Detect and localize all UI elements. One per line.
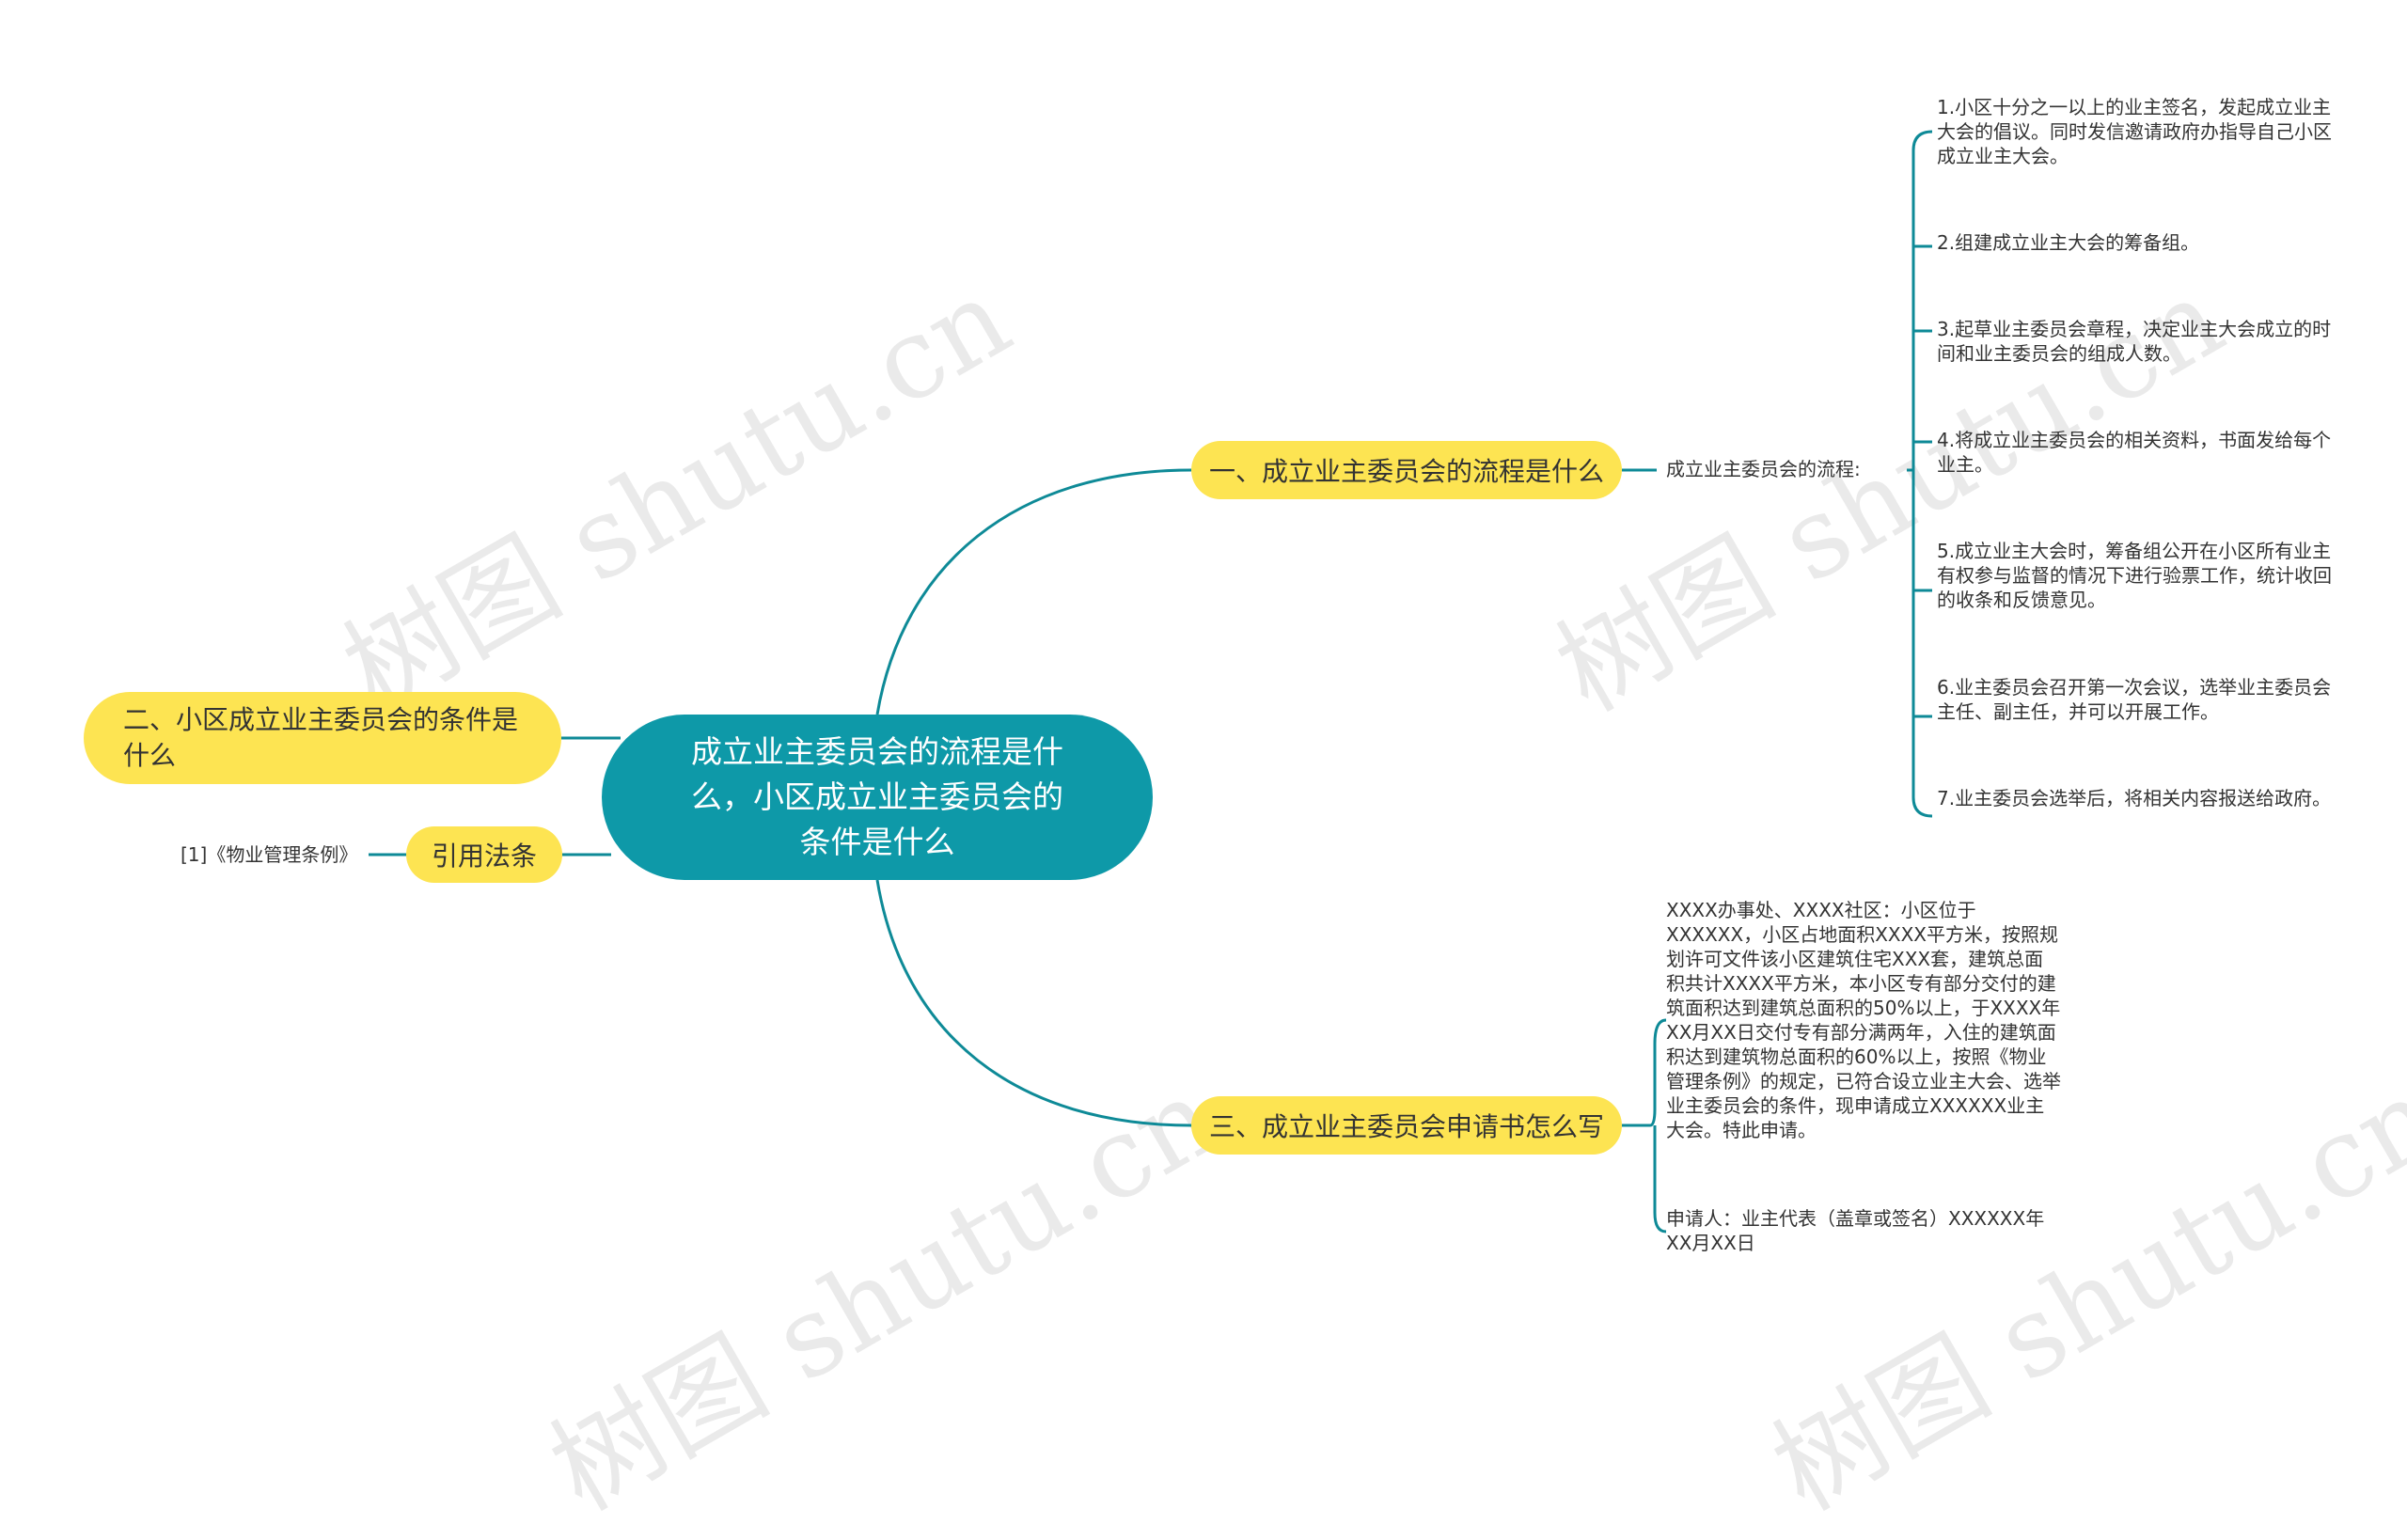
branch-conditions[interactable]: 二、小区成立业主委员会的条件是什么	[84, 692, 561, 784]
branch-process[interactable]: 一、成立业主委员会的流程是什么	[1191, 441, 1622, 499]
citation-reference[interactable]: [1]《物业管理条例》	[181, 843, 358, 866]
process-step-1[interactable]: 1.小区十分之一以上的业主签名，发起成立业主大会的倡议。同时发信邀请政府办指导自…	[1937, 96, 2332, 167]
branch-application-label: 三、成立业主委员会申请书怎么写	[1208, 1111, 1604, 1142]
root-topic-label: 成立业主委员会的流程是什么，小区成立业主委员会的条件是什么	[691, 733, 1063, 860]
bracket-steps	[1907, 130, 1933, 818]
branch-citation[interactable]: 引用法条	[406, 826, 562, 883]
connector-lines	[369, 130, 1933, 1234]
branch-process-label: 一、成立业主委员会的流程是什么	[1208, 456, 1604, 487]
process-step-3[interactable]: 3.起草业主委员会章程，决定业主大会成立的时间和业主委员会的组成人数。	[1937, 318, 2332, 365]
link-root-branch1	[875, 468, 1192, 715]
process-step-2[interactable]: 2.组建成立业主大会的筹备组。	[1937, 231, 2200, 254]
branch-conditions-label: 二、小区成立业主委员会的条件是什么	[123, 704, 519, 771]
link-root-branch3	[875, 879, 1192, 1127]
process-step-6[interactable]: 6.业主委员会召开第一次会议，选举业主委员会主任、副主任，并可以开展工作。	[1937, 676, 2332, 723]
bracket-steps-tick	[1913, 244, 1932, 718]
branch-citation-label: 引用法条	[431, 841, 537, 872]
process-step-5[interactable]: 5.成立业主大会时，筹备组公开在小区所有业主有权参与监督的情况下进行验票工作，统…	[1937, 540, 2332, 611]
application-body[interactable]: XXXX办事处、XXXX社区：小区位于XXXXXX，小区占地面积XXXX平方米，…	[1666, 899, 2061, 1141]
process-step-7[interactable]: 7.业主委员会选举后，将相关内容报送给政府。	[1937, 787, 2332, 809]
process-subtopic[interactable]: 成立业主委员会的流程:	[1666, 458, 1861, 480]
root-topic[interactable]: 成立业主委员会的流程是什么，小区成立业主委员会的条件是什么	[602, 715, 1153, 880]
bracket-application	[1649, 1018, 1667, 1234]
branch-application[interactable]: 三、成立业主委员会申请书怎么写	[1191, 1096, 1622, 1155]
process-step-4[interactable]: 4.将成立业主委员会的相关资料，书面发给每个业主。	[1937, 429, 2332, 476]
application-signature[interactable]: 申请人：业主代表（盖章或签名）XXXXXX年XX月XX日	[1666, 1207, 2045, 1254]
